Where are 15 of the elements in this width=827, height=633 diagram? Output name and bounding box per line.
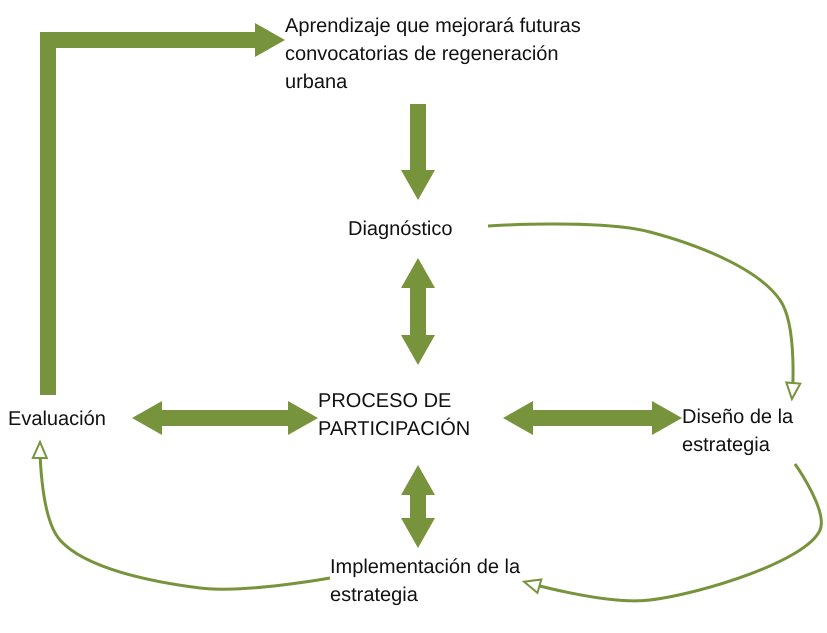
node-label: PROCESO DE PARTICIPACIÓN bbox=[318, 389, 472, 442]
arrow bbox=[503, 401, 682, 435]
arrow bbox=[401, 258, 435, 365]
arrow bbox=[132, 401, 318, 435]
node-label: Evaluación bbox=[8, 407, 106, 432]
arrow bbox=[401, 465, 435, 548]
node-label: Aprendizaje que mejorará futuras convocatorias de regeneración urbana bbox=[285, 14, 582, 95]
arrow bbox=[32, 441, 330, 591]
node-label: Implementación de la estrategia bbox=[330, 555, 522, 608]
arrow bbox=[401, 104, 435, 200]
arrow bbox=[40, 23, 285, 395]
node-label: Diseño de la estrategia bbox=[682, 405, 794, 458]
arrow bbox=[488, 222, 802, 400]
node-label: Diagnóstico bbox=[348, 217, 453, 242]
arrow bbox=[523, 463, 823, 602]
